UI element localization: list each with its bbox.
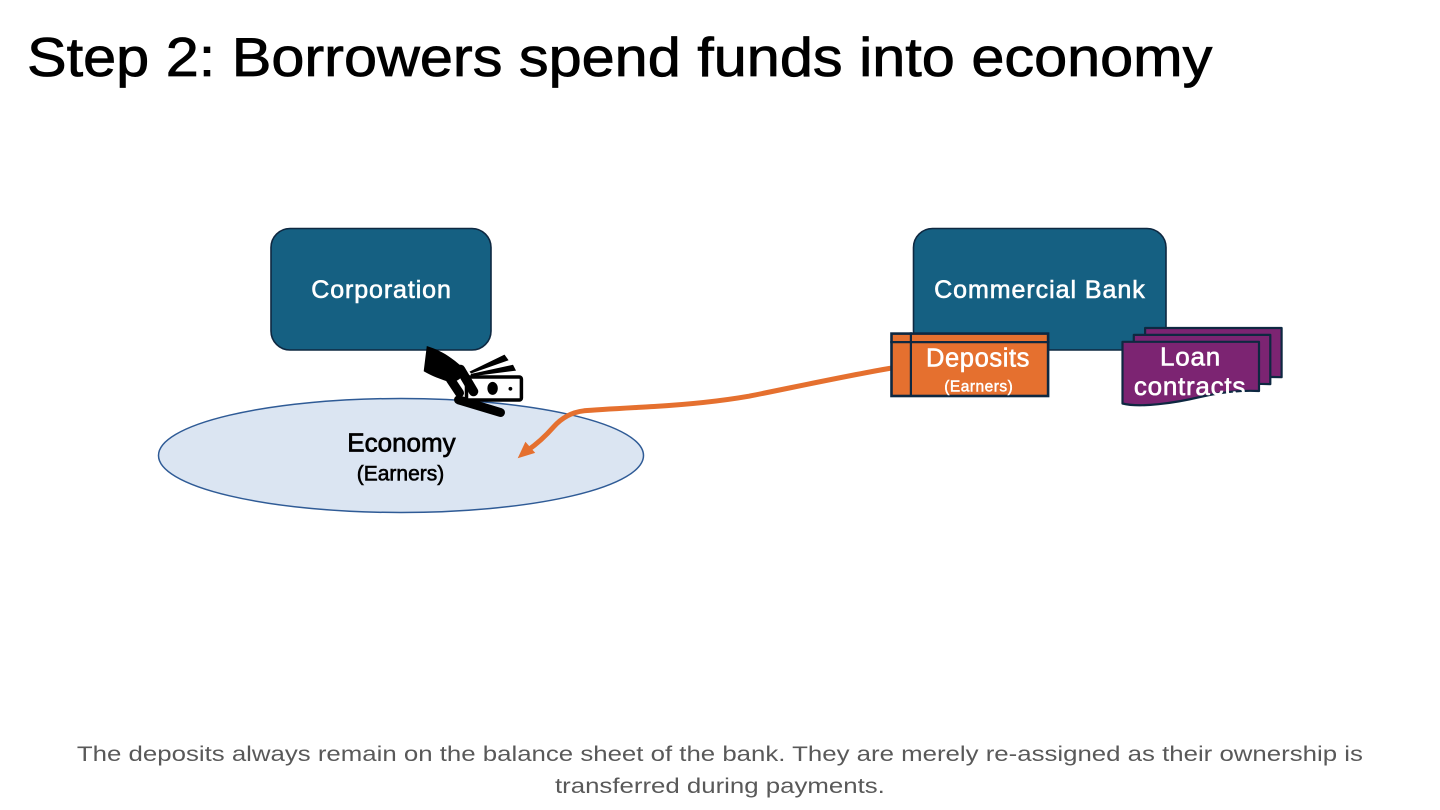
svg-text:Loan: Loan xyxy=(1160,342,1221,372)
svg-text:Deposits: Deposits xyxy=(926,344,1030,372)
svg-text:Corporation: Corporation xyxy=(311,276,452,304)
svg-text:contracts: contracts xyxy=(1134,371,1246,401)
svg-text:Commercial Bank: Commercial Bank xyxy=(934,276,1146,304)
svg-text:(Earners): (Earners) xyxy=(357,463,445,486)
svg-text:(Earners): (Earners) xyxy=(944,379,1013,396)
svg-text:Economy: Economy xyxy=(347,428,455,458)
